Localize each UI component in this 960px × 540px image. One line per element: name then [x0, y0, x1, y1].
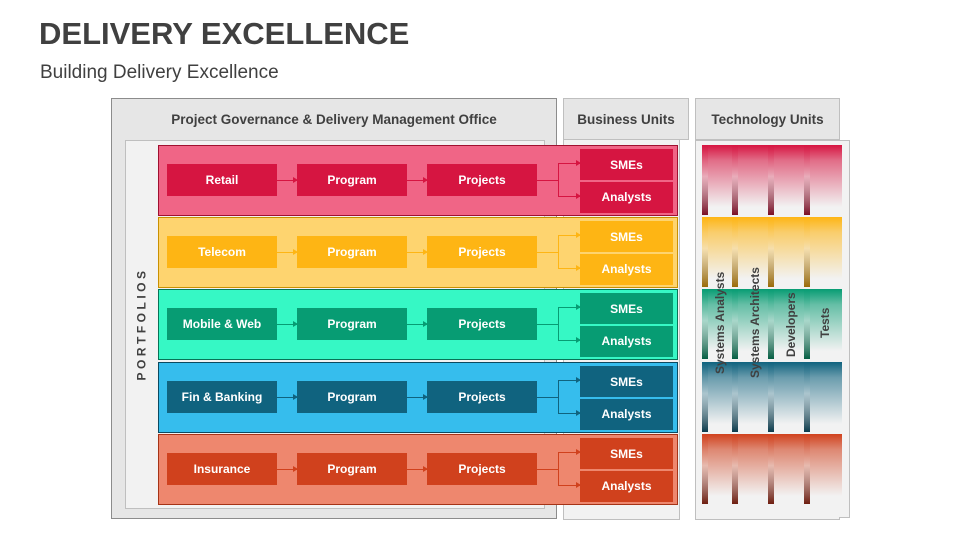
analysts-box[interactable]: Analysts	[580, 253, 673, 285]
arrow-right-icon	[558, 304, 581, 310]
technology-column-stripe	[732, 145, 738, 215]
connector-line	[537, 252, 558, 253]
arrow-right-icon	[277, 466, 298, 472]
projects-box[interactable]: Projects	[427, 164, 537, 196]
technology-column-stripe	[804, 145, 810, 215]
portfolios-label: PORTFOLIOS	[134, 267, 149, 381]
technology-units-shadow	[695, 517, 840, 520]
connector-line	[558, 307, 559, 340]
arrow-right-icon	[558, 265, 581, 271]
technology-column-stripe	[768, 217, 774, 287]
analysts-box[interactable]: Analysts	[580, 325, 673, 357]
portfolio-box[interactable]: Retail	[167, 164, 277, 196]
smes-box[interactable]: SMEs	[580, 438, 673, 469]
analysts-box[interactable]: Analysts	[580, 470, 673, 502]
connector-line	[537, 397, 558, 398]
portfolio-box[interactable]: Telecom	[167, 236, 277, 268]
smes-box[interactable]: SMEs	[580, 221, 673, 252]
program-box[interactable]: Program	[297, 236, 407, 268]
arrow-right-icon	[407, 249, 428, 255]
portfolio-box[interactable]: Fin & Banking	[167, 381, 277, 413]
arrow-right-icon	[407, 321, 428, 327]
technology-column-stripe	[702, 145, 708, 215]
technology-column-stripe	[702, 434, 708, 504]
projects-box[interactable]: Projects	[427, 308, 537, 340]
arrow-right-icon	[277, 321, 298, 327]
technology-band	[702, 289, 842, 359]
program-box[interactable]: Program	[297, 164, 407, 196]
technology-band	[702, 145, 842, 215]
portfolio-box[interactable]: Mobile & Web	[167, 308, 277, 340]
technology-units-header: Technology Units	[695, 98, 840, 140]
connector-line	[537, 324, 558, 325]
connector-line	[537, 469, 558, 470]
technology-column-stripe	[768, 289, 774, 359]
technology-role-label: Tests	[818, 307, 832, 338]
connector-line	[558, 163, 559, 196]
technology-role-label: Systems Analysts	[713, 271, 727, 374]
technology-column-stripe	[768, 362, 774, 432]
analysts-box[interactable]: Analysts	[580, 181, 673, 213]
technology-column-stripe	[804, 289, 810, 359]
technology-role-label: Developers	[784, 292, 798, 357]
smes-box[interactable]: SMEs	[580, 293, 673, 324]
connector-line	[558, 452, 559, 485]
page-title: DELIVERY EXCELLENCE	[39, 16, 410, 51]
technology-band	[702, 434, 842, 504]
business-units-header: Business Units	[563, 98, 689, 140]
technology-band	[702, 217, 842, 287]
arrow-right-icon	[558, 410, 581, 416]
projects-box[interactable]: Projects	[427, 381, 537, 413]
technology-column-stripe	[702, 289, 708, 359]
technology-role-label: Systems Architects	[748, 267, 762, 378]
arrow-right-icon	[558, 377, 581, 383]
arrow-right-icon	[558, 232, 581, 238]
arrow-right-icon	[558, 449, 581, 455]
connector-line	[537, 180, 558, 181]
arrow-right-icon	[407, 177, 428, 183]
technology-column-stripe	[768, 145, 774, 215]
arrow-right-icon	[558, 160, 581, 166]
technology-column-stripe	[804, 434, 810, 504]
technology-column-stripe	[804, 217, 810, 287]
analysts-box[interactable]: Analysts	[580, 398, 673, 430]
connector-line	[558, 235, 559, 268]
program-box[interactable]: Program	[297, 308, 407, 340]
smes-box[interactable]: SMEs	[580, 366, 673, 397]
arrow-right-icon	[558, 337, 581, 343]
portfolio-box[interactable]: Insurance	[167, 453, 277, 485]
program-box[interactable]: Program	[297, 453, 407, 485]
arrow-right-icon	[558, 193, 581, 199]
technology-column-stripe	[732, 434, 738, 504]
arrow-right-icon	[277, 394, 298, 400]
technology-column-stripe	[768, 434, 774, 504]
technology-column-stripe	[804, 362, 810, 432]
smes-box[interactable]: SMEs	[580, 149, 673, 180]
arrow-right-icon	[407, 394, 428, 400]
arrow-right-icon	[407, 466, 428, 472]
governance-header: Project Governance & Delivery Management…	[171, 111, 497, 127]
technology-column-stripe	[732, 217, 738, 287]
arrow-right-icon	[277, 249, 298, 255]
technology-column-stripe	[732, 289, 738, 359]
program-box[interactable]: Program	[297, 381, 407, 413]
arrow-right-icon	[277, 177, 298, 183]
technology-column-stripe	[702, 362, 708, 432]
technology-column-stripe	[702, 217, 708, 287]
technology-band	[702, 362, 842, 432]
connector-line	[558, 380, 559, 413]
projects-box[interactable]: Projects	[427, 453, 537, 485]
projects-box[interactable]: Projects	[427, 236, 537, 268]
page-subtitle: Building Delivery Excellence	[40, 62, 279, 83]
technology-column-stripe	[732, 362, 738, 432]
arrow-right-icon	[558, 482, 581, 488]
